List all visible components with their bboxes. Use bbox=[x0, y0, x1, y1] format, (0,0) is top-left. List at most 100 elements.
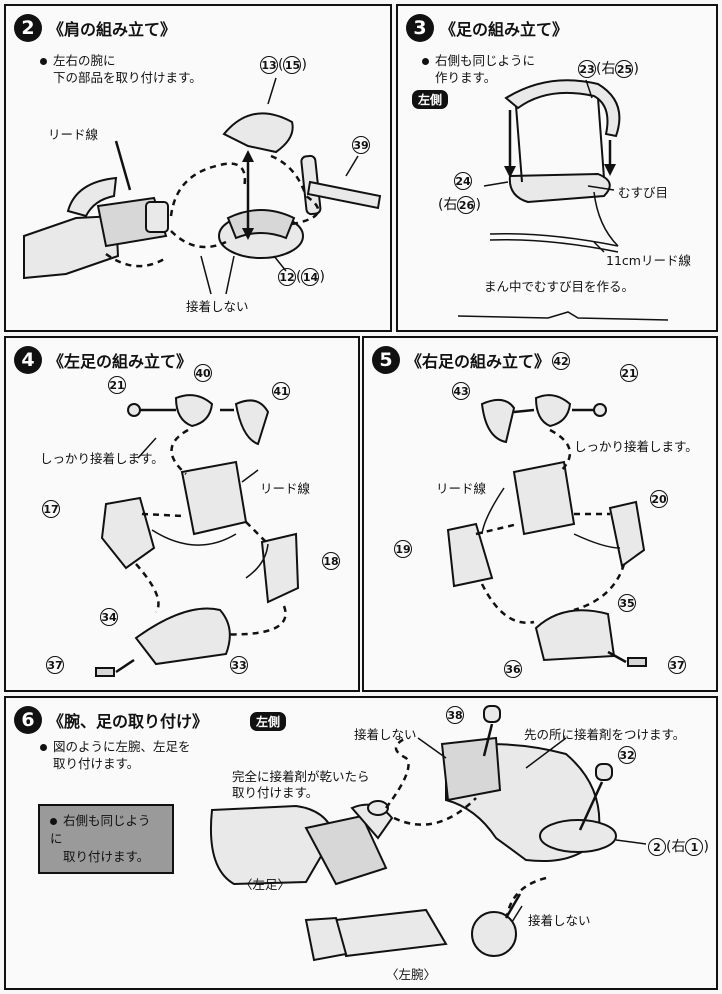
step2-lead-wire-label: リード線 bbox=[48, 127, 99, 142]
step4-diagram bbox=[95, 394, 300, 677]
step4-badge: 4 bbox=[14, 346, 42, 374]
step4-panel: 4 《左足の組み立て》 21 40 41 しっかり接着します。 リード線 17 … bbox=[4, 336, 360, 692]
step3-heading: 3 《足の組み立て》 bbox=[406, 14, 568, 42]
part-25-number: 25 bbox=[615, 60, 634, 78]
part-21-number: 21 bbox=[108, 376, 126, 394]
hip-joint bbox=[174, 394, 214, 428]
part-15-number: 15 bbox=[283, 56, 302, 74]
dome-part bbox=[222, 112, 294, 154]
pin-part bbox=[127, 403, 141, 417]
right-side-text: 右 bbox=[443, 197, 458, 213]
step2-note-line2: 下の部品を取り付けます。 bbox=[53, 70, 202, 85]
part-33-number: 33 bbox=[230, 656, 248, 674]
step4-glue-firm-label: しっかり接着します。 bbox=[40, 451, 164, 466]
part-23-25-label: 23(右25) bbox=[578, 60, 639, 78]
right-side-text: 右 bbox=[671, 839, 686, 855]
hip-cap bbox=[480, 398, 516, 444]
step5-badge: 5 bbox=[372, 346, 400, 374]
part-39-number: 39 bbox=[352, 136, 370, 154]
step6-heading: 6 《腕、足の取り付け》 bbox=[14, 706, 208, 734]
dry-note-line2: 取り付けます。 bbox=[232, 785, 319, 800]
step6-title: 《腕、足の取り付け》 bbox=[48, 712, 209, 731]
shoulder-cap bbox=[66, 176, 118, 218]
step2-note-line1: 左右の腕に bbox=[53, 53, 116, 68]
part-12-14-label: 12(14) bbox=[278, 268, 325, 286]
part-40-label: 40 bbox=[194, 364, 212, 382]
arm-connector bbox=[145, 201, 169, 233]
part-32-label: 32 bbox=[618, 746, 636, 764]
step3-diagram bbox=[457, 79, 669, 321]
arm-shoulder bbox=[471, 911, 517, 957]
part-26-label: (右26) bbox=[438, 196, 481, 214]
arm-body bbox=[23, 214, 120, 280]
peg-32 bbox=[595, 763, 613, 781]
small-part-37 bbox=[95, 667, 115, 677]
step3-title: 《足の組み立て》 bbox=[440, 20, 569, 39]
part-13-number: 13 bbox=[260, 56, 278, 74]
shin-left bbox=[100, 496, 156, 570]
glue-tip-label: 先の所に接着剤をつけます。 bbox=[524, 727, 686, 742]
step4-part-37-label: 37 bbox=[46, 656, 64, 674]
part-13-15-label: 13(15) bbox=[260, 56, 307, 74]
part-38-number: 38 bbox=[446, 706, 464, 724]
arm-hand bbox=[304, 916, 348, 962]
pin-part bbox=[593, 403, 607, 417]
step4-heading: 4 《左足の組み立て》 bbox=[14, 346, 192, 374]
part-36-number: 36 bbox=[504, 660, 522, 678]
part-17-number: 17 bbox=[42, 500, 60, 518]
step2-no-glue-label: 接着しない bbox=[186, 299, 249, 314]
part-17-label: 17 bbox=[42, 500, 60, 518]
step5-lead-wire-label: リード線 bbox=[436, 481, 487, 496]
part-33-label: 33 bbox=[230, 656, 248, 674]
part-21-number: 21 bbox=[620, 364, 638, 382]
box-line1: 右側も同じように bbox=[50, 813, 151, 846]
right-side-same-box: 右側も同じように 取り付けます。 bbox=[38, 804, 174, 874]
part-41-label: 41 bbox=[272, 382, 290, 400]
step5-diagram bbox=[446, 394, 647, 667]
step4-title: 《左足の組み立て》 bbox=[48, 352, 193, 371]
part-2-number: 2 bbox=[648, 838, 666, 856]
part-18-label: 18 bbox=[322, 552, 340, 570]
wire-11cm-label: 11cmリード線 bbox=[606, 253, 691, 268]
part-38-label: 38 bbox=[446, 706, 464, 724]
hip-block bbox=[440, 736, 502, 802]
bullet-icon bbox=[40, 58, 47, 65]
part-37-number: 37 bbox=[46, 656, 64, 674]
step5-glue-firm-label: しっかり接着します。 bbox=[574, 439, 698, 454]
step3-note-line2: 作ります。 bbox=[435, 70, 497, 85]
step6-no-glue-bottom-label: 接着しない bbox=[528, 913, 591, 928]
step3-note: 右側も同じように 作ります。 bbox=[422, 52, 535, 86]
part-12-number: 12 bbox=[278, 268, 296, 286]
step4-lead-wire-label: リード線 bbox=[260, 481, 311, 496]
step6-note-line2: 取り付けます。 bbox=[53, 756, 140, 771]
peg-38 bbox=[483, 705, 501, 723]
step4-part-21-label: 21 bbox=[108, 376, 126, 394]
step3-panel: 3 《足の組み立て》 右側も同じように 作ります。 左側 23(右25) 24 … bbox=[396, 4, 718, 332]
step6-note: 図のように左腕、左足を 取り付けます。 bbox=[40, 738, 191, 772]
part-37-number: 37 bbox=[668, 656, 686, 674]
part-39-label: 39 bbox=[352, 136, 370, 154]
step6-no-glue-top-label: 接着しない bbox=[354, 727, 417, 742]
joint-top bbox=[226, 209, 296, 240]
arm-forearm bbox=[334, 908, 448, 958]
part-24-label: 24 bbox=[454, 172, 472, 190]
shin-left bbox=[446, 522, 494, 588]
step6-note-line1: 図のように左腕、左足を bbox=[53, 739, 191, 754]
part-19-number: 19 bbox=[394, 540, 412, 558]
step5-heading: 5 《右足の組み立て》 bbox=[372, 346, 550, 374]
dry-note-line1: 完全に接着剤が乾いたら bbox=[232, 769, 370, 784]
step6-diagram bbox=[209, 705, 647, 962]
leg-frame-top bbox=[504, 79, 621, 138]
part-41-number: 41 bbox=[272, 382, 290, 400]
part-43-label: 43 bbox=[452, 382, 470, 400]
part-26-number: 26 bbox=[457, 196, 476, 214]
step2-diagram bbox=[23, 77, 382, 295]
step3-badge: 3 bbox=[406, 14, 434, 42]
step3-note-line1: 右側も同じように bbox=[435, 53, 536, 68]
part-14-number: 14 bbox=[301, 268, 320, 286]
step2-panel: 2 《肩の組み立て》 左右の腕に 下の部品を取り付けます。 bbox=[4, 4, 392, 332]
step6-panel: 6 《腕、足の取り付け》 左側 図のように左腕、左足を 取り付けます。 右側も同… bbox=[4, 696, 718, 990]
part-35-label: 35 bbox=[618, 594, 636, 612]
base-disc bbox=[539, 819, 617, 853]
